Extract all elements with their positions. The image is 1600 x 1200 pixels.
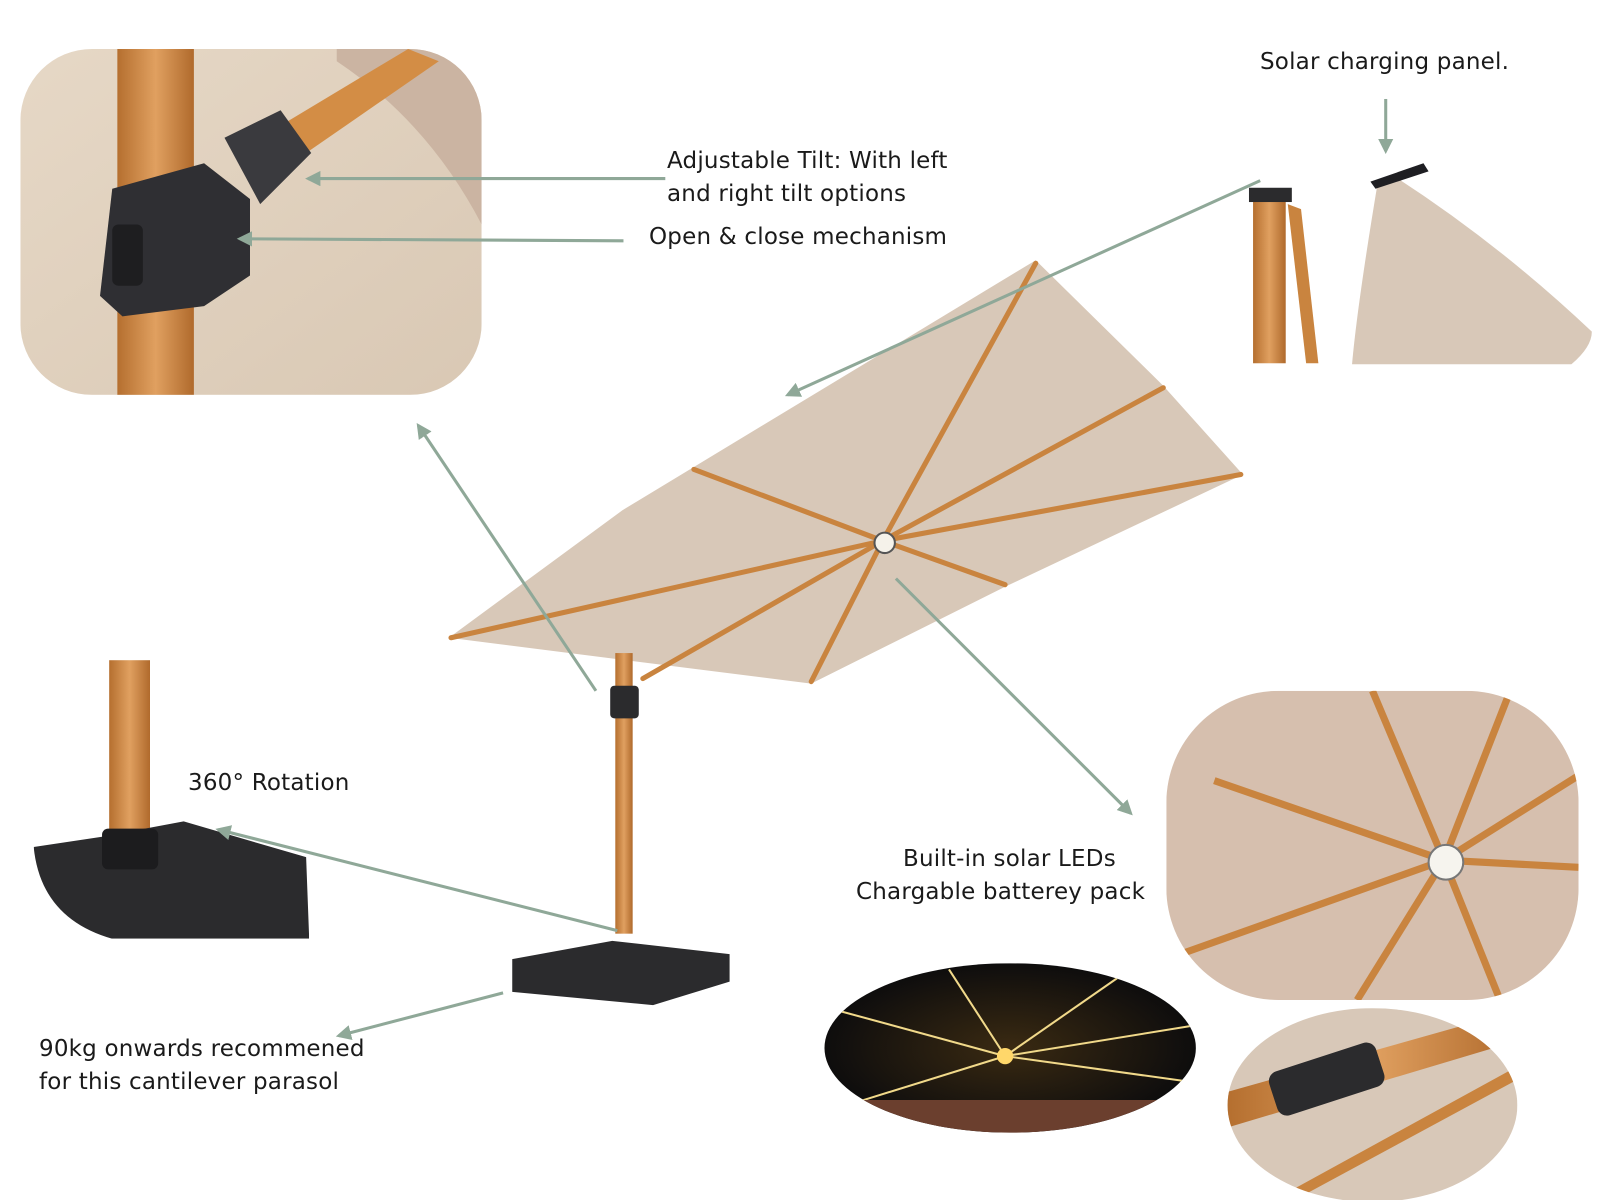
tilt-mechanism-photo <box>20 48 482 395</box>
arrow-icon <box>215 98 1394 1041</box>
led-hub-photo <box>1166 690 1579 1000</box>
tilt-label-line2: and right tilt options <box>667 181 907 207</box>
rotation-label: 360° Rotation <box>188 770 350 796</box>
solar-panel-label: Solar charging panel. <box>1260 49 1510 75</box>
leds-label-line1: Built-in solar LEDs <box>903 846 1116 872</box>
leds-label-line2: Chargable batterey pack <box>856 879 1146 905</box>
solar-panel-photo <box>1248 163 1592 365</box>
remote-control-photo <box>1227 1008 1518 1200</box>
umbrella-illustration <box>448 260 1244 1006</box>
base-photo <box>33 658 310 939</box>
base-label-line2: for this cantilever parasol <box>39 1069 340 1095</box>
tilt-label-line1: Adjustable Tilt: With left <box>667 148 948 174</box>
night-led-photo <box>824 963 1196 1133</box>
base-label-line1: 90kg onwards recommened <box>39 1036 365 1062</box>
open-close-label: Open & close mechanism <box>649 224 948 250</box>
